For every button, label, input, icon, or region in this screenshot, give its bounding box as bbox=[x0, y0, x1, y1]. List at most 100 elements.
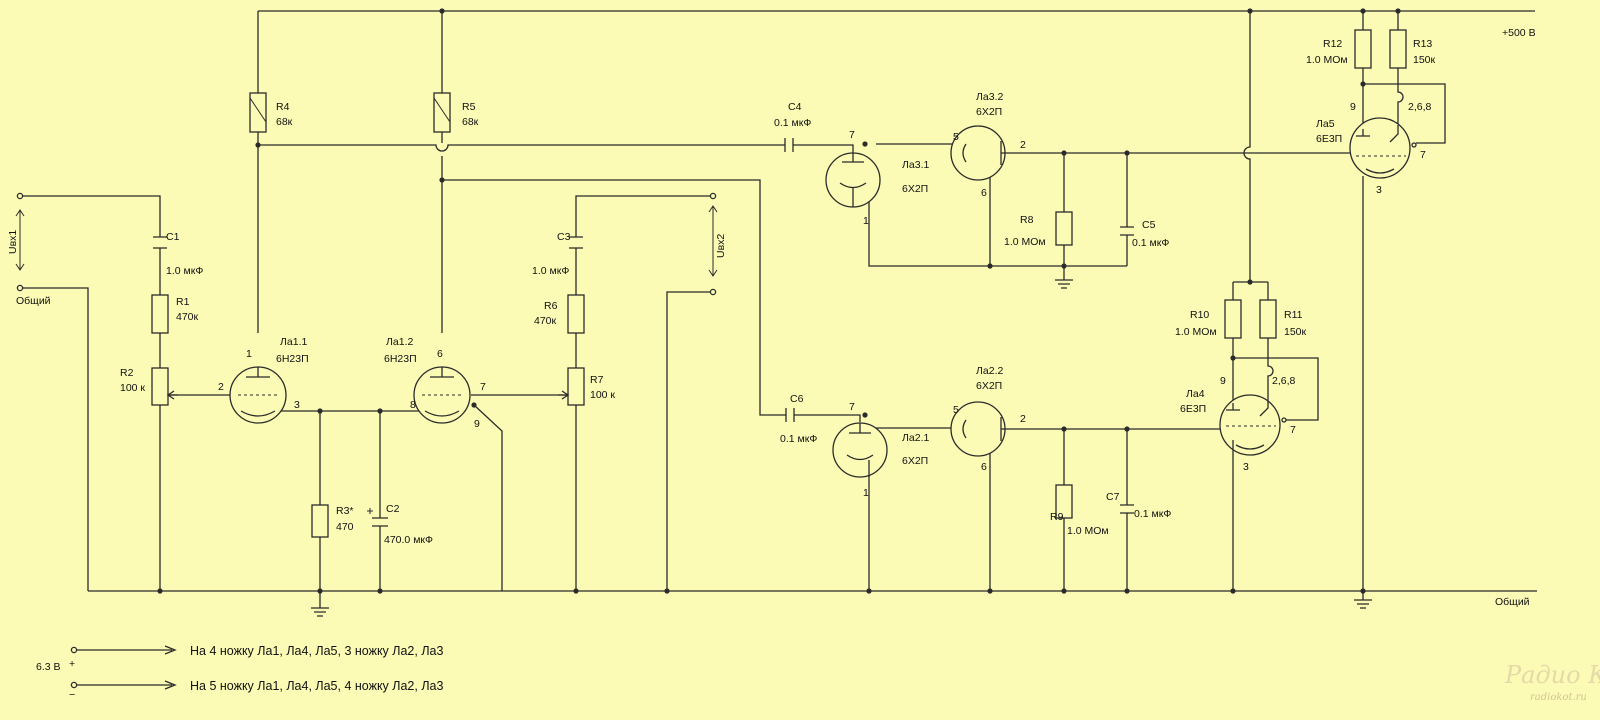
la22-type: 6Х2П bbox=[976, 380, 1002, 392]
tube-la5 bbox=[1349, 117, 1417, 179]
la5-pin-7: 7 bbox=[1420, 149, 1426, 161]
r7-name: R7 bbox=[590, 374, 604, 386]
la31-name: Ла3.1 bbox=[902, 159, 929, 171]
r11-value: 150к bbox=[1284, 326, 1307, 338]
la32-pin-6: 6 bbox=[981, 187, 987, 199]
uin1-terminal-common[interactable] bbox=[16, 284, 24, 292]
r9-body bbox=[1055, 484, 1073, 519]
r2-body bbox=[151, 367, 169, 406]
la12-pin-9: 9 bbox=[474, 418, 480, 430]
r4-value: 68к bbox=[276, 116, 293, 128]
la21-pin-7: 7 bbox=[849, 401, 855, 413]
tube-la32 bbox=[950, 125, 1013, 181]
r1-body bbox=[151, 294, 169, 334]
r8-body bbox=[1055, 211, 1073, 246]
r6-value: 470к bbox=[534, 315, 557, 327]
ground-1 bbox=[311, 591, 329, 617]
la4-pin-268: 2,6,8 bbox=[1272, 375, 1296, 387]
supply-hv-label: +500 В bbox=[1502, 27, 1536, 39]
input-terminals bbox=[15, 192, 718, 296]
r1-name: R1 bbox=[176, 296, 190, 308]
input-common-label: Общий bbox=[16, 295, 51, 307]
r3-name: R3* bbox=[336, 505, 354, 517]
labels: +500 В Общий Uвх1 Общий Uвх2 R1 470к R2 … bbox=[7, 27, 1536, 701]
c3-value: 1.0 мкФ bbox=[532, 265, 569, 277]
r8-value: 1.0 МОм bbox=[1004, 236, 1046, 248]
tube-la22 bbox=[950, 401, 1013, 457]
la4-pin-3: 3 bbox=[1243, 461, 1249, 473]
la22-pin-6: 6 bbox=[981, 461, 987, 473]
la5-type: 6Е3П bbox=[1316, 133, 1342, 145]
la12-pin-6: 6 bbox=[437, 348, 443, 360]
la21-name: Ла2.1 bbox=[902, 432, 929, 444]
la5-pin-3: 3 bbox=[1376, 184, 1382, 196]
la32-pin-2: 2 bbox=[1020, 139, 1026, 151]
r3-value: 470 bbox=[336, 521, 354, 533]
la4-pin-7: 7 bbox=[1290, 424, 1296, 436]
c4-name: C4 bbox=[788, 101, 802, 113]
resistor-symbols bbox=[151, 29, 1407, 538]
r7-value: 100 к bbox=[590, 389, 615, 401]
ground-2 bbox=[1055, 279, 1073, 289]
r2-value: 100 к bbox=[120, 382, 145, 394]
tube-la21 bbox=[832, 422, 888, 478]
wires bbox=[23, 10, 1537, 600]
la5-pin-9: 9 bbox=[1350, 101, 1356, 113]
r4-body bbox=[249, 92, 267, 133]
tube-la11 bbox=[229, 366, 287, 424]
r4-name: R4 bbox=[276, 101, 290, 113]
la11-name: Ла1.1 bbox=[280, 336, 307, 348]
r12-value: 1.0 МОм bbox=[1306, 54, 1348, 66]
la11-pin-1: 1 bbox=[246, 348, 252, 360]
la12-name: Ла1.2 bbox=[386, 336, 413, 348]
r12-name: R12 bbox=[1323, 38, 1342, 50]
tube-la4 bbox=[1219, 394, 1287, 456]
la31-pin-7: 7 bbox=[849, 129, 855, 141]
la4-type: 6Е3П bbox=[1180, 403, 1206, 415]
c3-name: C3 bbox=[557, 231, 571, 243]
heater-minus-sign: − bbox=[69, 689, 75, 701]
r13-name: R13 bbox=[1413, 38, 1432, 50]
uin2-label: Uвх2 bbox=[715, 234, 727, 258]
heater-plus-sign: + bbox=[69, 658, 75, 670]
c6-value: 0.1 мкФ bbox=[780, 433, 817, 445]
la31-pin-1: 1 bbox=[863, 215, 869, 227]
r6-name: R6 bbox=[544, 300, 558, 312]
uin1-label: Uвх1 bbox=[7, 230, 19, 254]
heater-voltage: 6.3 В bbox=[36, 661, 61, 673]
la22-name: Ла2.2 bbox=[976, 365, 1003, 377]
r10-value: 1.0 МОм bbox=[1175, 326, 1217, 338]
c2-value: 470.0 мкФ bbox=[384, 534, 433, 546]
r7-body bbox=[567, 367, 585, 406]
r11-name: R11 bbox=[1284, 309, 1303, 321]
la32-pin-5: 5 bbox=[953, 131, 959, 143]
r6-body bbox=[567, 294, 585, 334]
watermark-url: radiokot.ru bbox=[1530, 692, 1587, 703]
r10-body bbox=[1224, 299, 1242, 339]
heater-terminal-plus[interactable] bbox=[70, 646, 78, 654]
uin2-terminal-common[interactable] bbox=[709, 288, 717, 296]
r9-name: R9 bbox=[1050, 511, 1064, 523]
la22-pin-5: 5 bbox=[953, 404, 959, 416]
uin2-terminal-signal[interactable] bbox=[709, 192, 717, 200]
junction-dots bbox=[157, 8, 1401, 594]
heater-terminal-minus[interactable] bbox=[70, 681, 78, 689]
c7-name: C7 bbox=[1106, 491, 1120, 503]
watermark-logo-text: Радио КОТ bbox=[1504, 661, 1600, 689]
la4-pin-9: 9 bbox=[1220, 375, 1226, 387]
la21-type: 6Х2П bbox=[902, 455, 928, 467]
uin1-terminal-signal[interactable] bbox=[16, 192, 24, 200]
capacitor-symbols bbox=[153, 138, 1134, 527]
la5-pin-268: 2,6,8 bbox=[1408, 101, 1432, 113]
c6-name: C6 bbox=[790, 393, 804, 405]
heater-note-1: На 4 ножку Ла1, Ла4, Ла5, 3 ножку Ла2, Л… bbox=[190, 644, 443, 658]
c1-name: C1 bbox=[166, 231, 180, 243]
la11-pin-3: 3 bbox=[294, 399, 300, 411]
c5-name: C5 bbox=[1142, 219, 1156, 231]
tube-la12 bbox=[413, 366, 471, 424]
r8-name: R8 bbox=[1020, 214, 1034, 226]
la32-type: 6Х2П bbox=[976, 106, 1002, 118]
r13-value: 150к bbox=[1413, 54, 1436, 66]
la31-type: 6Х2П bbox=[902, 183, 928, 195]
